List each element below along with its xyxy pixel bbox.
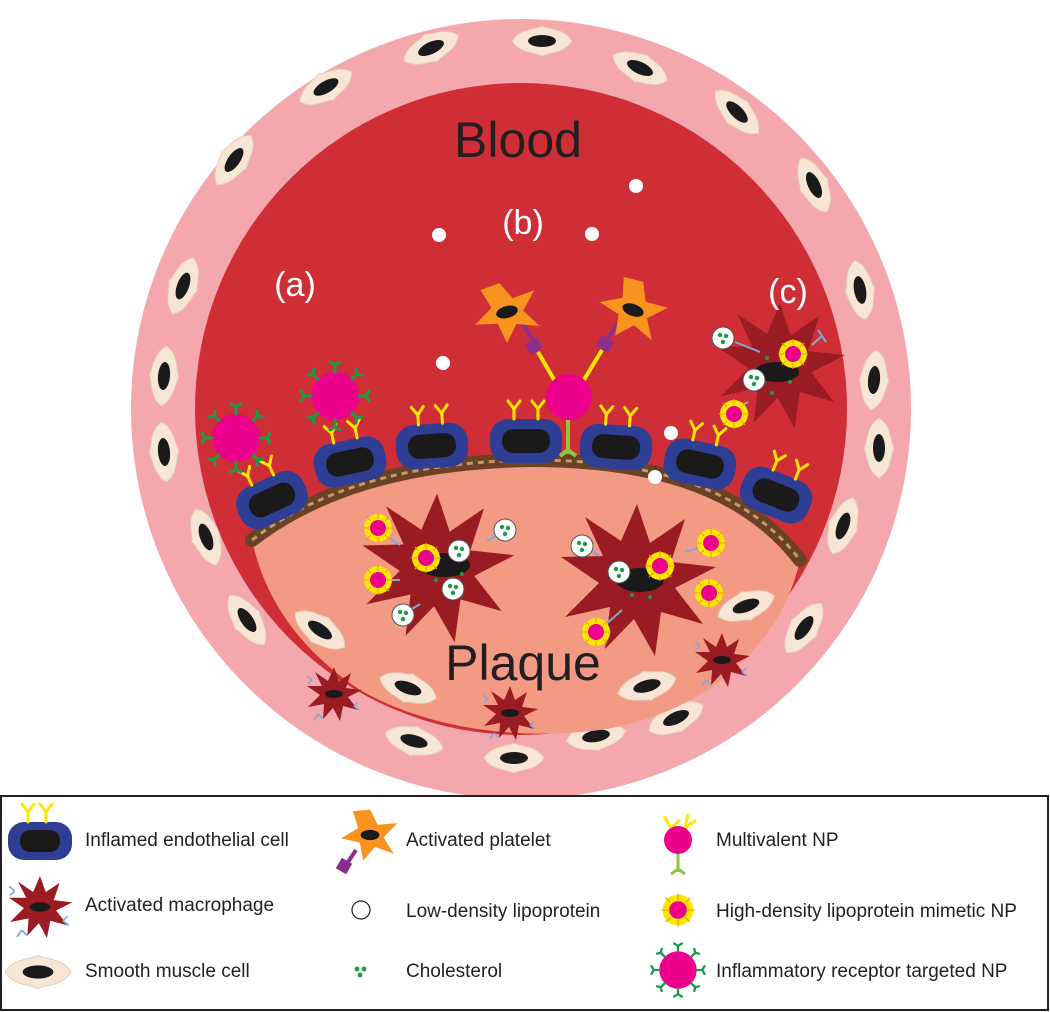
- multivalent-np-icon: [662, 813, 697, 876]
- legend-label-multivalent: Multivalent NP: [716, 830, 839, 851]
- legend-label-ldl: Low-density lipoprotein: [406, 901, 600, 922]
- panel-label-a: (a): [274, 266, 316, 304]
- panel-label-c: (c): [768, 273, 808, 311]
- platelet-icon: [335, 809, 398, 875]
- endothelial-cell-icon: [8, 802, 72, 860]
- legend: Inflamed endothelial cell Activated plat…: [0, 795, 1049, 1011]
- hdl-np-icon: [660, 892, 696, 928]
- blood-label: Blood: [454, 112, 582, 168]
- plaque-macrophages: [362, 493, 727, 656]
- legend-label-hdl: High-density lipoprotein mimetic NP: [716, 901, 1017, 922]
- cholesterol-icon: [354, 966, 367, 978]
- legend-label-cholesterol: Cholesterol: [406, 961, 502, 982]
- blood-macrophage: [711, 303, 845, 430]
- legend-label-inflammatory: Inflammatory receptor targeted NP: [716, 961, 1007, 982]
- legend-label-macrophage: Activated macrophage: [85, 895, 274, 916]
- ldl-particles: [432, 179, 678, 484]
- legend-label-smooth-muscle: Smooth muscle cell: [85, 961, 250, 982]
- legend-label-endothelial: Inflamed endothelial cell: [85, 830, 289, 851]
- multivalent-np-group: [466, 270, 674, 458]
- ldl-icon: [351, 900, 371, 920]
- legend-label-platelet: Activated platelet: [406, 830, 551, 851]
- panel-label-b: (b): [502, 204, 544, 242]
- plaque-label: Plaque: [445, 635, 601, 691]
